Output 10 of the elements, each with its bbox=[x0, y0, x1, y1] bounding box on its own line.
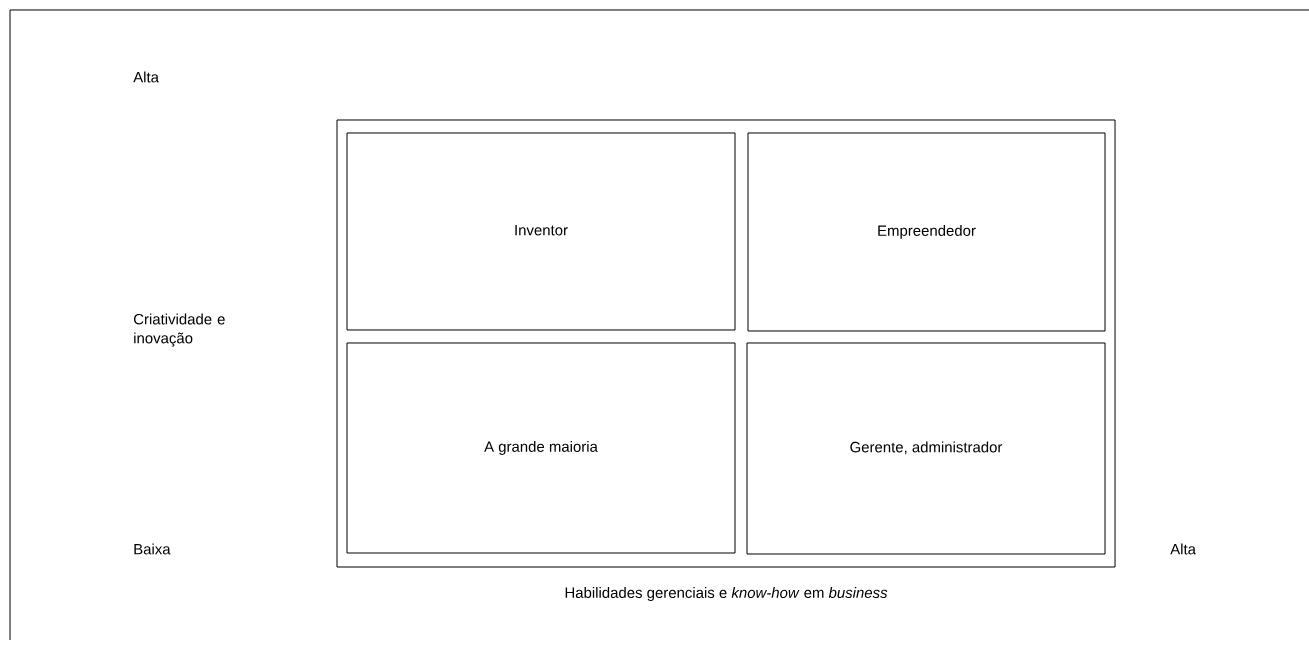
axis-level-label: Baixa bbox=[134, 543, 171, 555]
axis-level-label: Alta bbox=[133, 71, 159, 83]
axis-title: Habilidades gerenciais e know-how em business bbox=[565, 587, 888, 601]
matrix-frame bbox=[336, 119, 1116, 568]
axis-level-label: Alta bbox=[1170, 543, 1196, 555]
quadrant-box: Gerente, administrador bbox=[746, 342, 1106, 555]
quadrant-box: Empreendedor bbox=[747, 132, 1106, 332]
axis-title: Criatividade e inovação bbox=[133, 313, 225, 347]
quadrant-box: A grande maioria bbox=[346, 342, 736, 554]
quadrant-box: Inventor bbox=[346, 132, 736, 331]
